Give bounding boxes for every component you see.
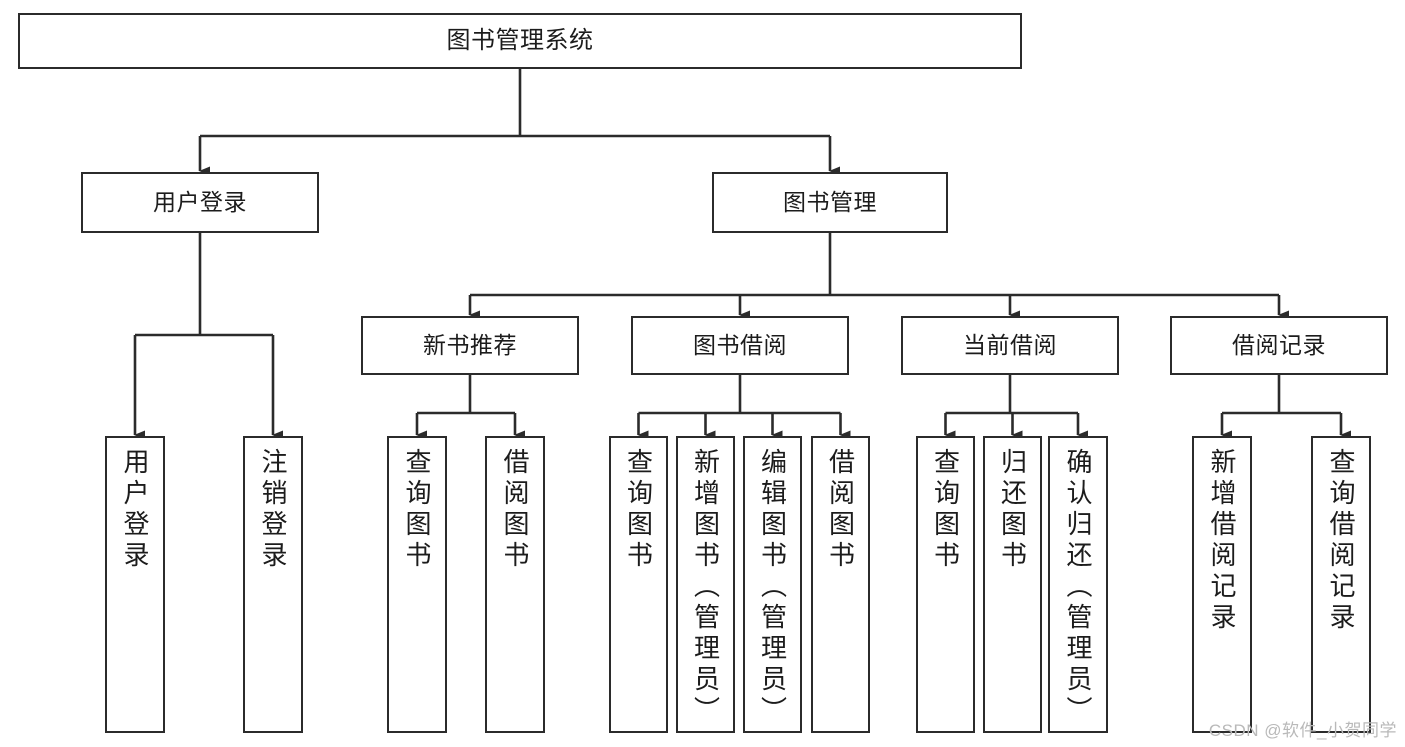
- leaf-add-book-admin-label: 新增图书（管理员）: [690, 448, 721, 727]
- node-root[interactable]: 图书管理系统: [18, 13, 1022, 69]
- leaf-logout[interactable]: 注销登录: [243, 436, 303, 733]
- leaf-query-book-current-label: 查询图书: [930, 448, 961, 572]
- leaf-query-book-recommend-label: 查询图书: [402, 448, 432, 572]
- leaf-query-book-current[interactable]: 查询图书: [916, 436, 975, 733]
- watermark: CSDN @软件_小贺同学: [1208, 721, 1397, 740]
- leaf-return-book[interactable]: 归还图书: [983, 436, 1042, 733]
- node-book-management-label: 图书管理: [783, 188, 877, 215]
- leaf-query-book-borrow-label: 查询图书: [623, 448, 654, 572]
- leaf-user-login-label: 用户登录: [120, 448, 150, 572]
- node-book-management[interactable]: 图书管理: [712, 172, 948, 233]
- node-root-label: 图书管理系统: [446, 26, 594, 54]
- leaf-query-book-borrow[interactable]: 查询图书: [609, 436, 668, 733]
- node-book-borrow[interactable]: 图书借阅: [631, 316, 849, 375]
- node-new-book-recommend-label: 新书推荐: [423, 331, 517, 358]
- leaf-add-book-admin[interactable]: 新增图书（管理员）: [676, 436, 735, 733]
- node-current-borrow[interactable]: 当前借阅: [901, 316, 1119, 375]
- leaf-add-borrow-record[interactable]: 新增借阅记录: [1192, 436, 1252, 733]
- leaf-edit-book-admin-label: 编辑图书（管理员）: [757, 448, 788, 727]
- leaf-query-borrow-record-label: 查询借阅记录: [1326, 448, 1356, 634]
- leaf-query-borrow-record[interactable]: 查询借阅记录: [1311, 436, 1371, 733]
- node-current-borrow-label: 当前借阅: [963, 331, 1057, 358]
- leaf-confirm-return-admin-label: 确认归还（管理员）: [1063, 448, 1093, 727]
- leaf-user-login[interactable]: 用户登录: [105, 436, 165, 733]
- edge-lines: [133, 69, 1351, 440]
- leaf-confirm-return-admin[interactable]: 确认归还（管理员）: [1048, 436, 1108, 733]
- node-borrow-record[interactable]: 借阅记录: [1170, 316, 1388, 375]
- node-user-login-label: 用户登录: [153, 188, 247, 215]
- leaf-borrow-book-recommend-label: 借阅图书: [500, 448, 530, 572]
- leaf-return-book-label: 归还图书: [997, 448, 1028, 572]
- leaf-borrow-book-label: 借阅图书: [825, 448, 856, 572]
- leaf-logout-label: 注销登录: [258, 448, 288, 572]
- node-user-login[interactable]: 用户登录: [81, 172, 319, 233]
- node-new-book-recommend[interactable]: 新书推荐: [361, 316, 579, 375]
- leaf-edit-book-admin[interactable]: 编辑图书（管理员）: [743, 436, 802, 733]
- leaf-borrow-book-recommend[interactable]: 借阅图书: [485, 436, 545, 733]
- leaf-borrow-book[interactable]: 借阅图书: [811, 436, 870, 733]
- node-borrow-record-label: 借阅记录: [1232, 331, 1326, 358]
- node-book-borrow-label: 图书借阅: [693, 331, 787, 358]
- leaf-add-borrow-record-label: 新增借阅记录: [1207, 448, 1237, 634]
- leaf-query-book-recommend[interactable]: 查询图书: [387, 436, 447, 733]
